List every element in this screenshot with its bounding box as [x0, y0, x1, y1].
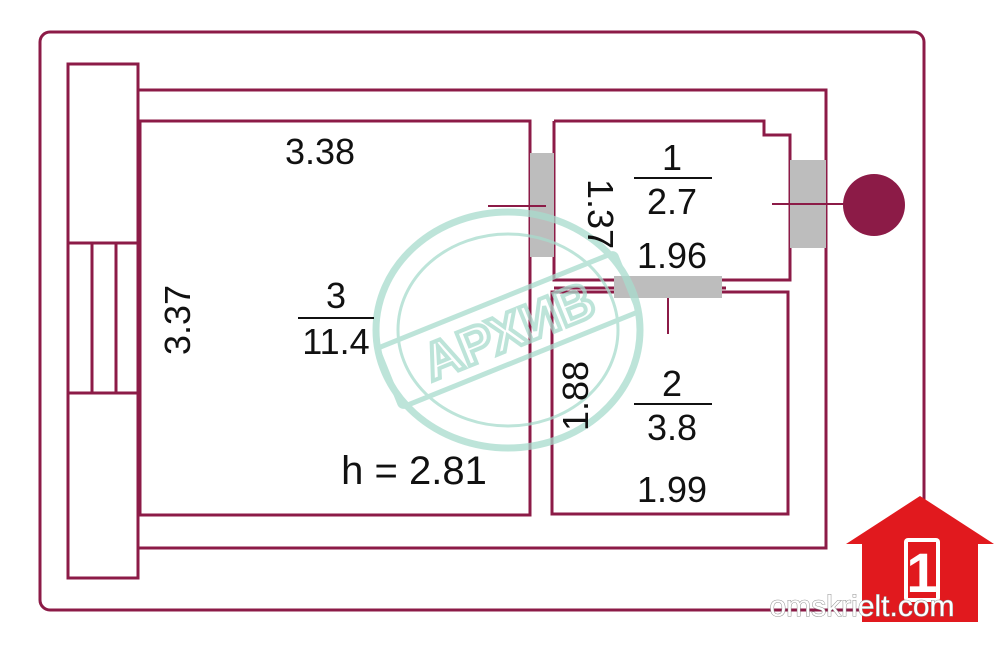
room-3-number: 3 — [326, 275, 346, 316]
stamp-inner-ring — [396, 232, 620, 428]
room-1-area: 2.7 — [647, 181, 697, 222]
outer-frame — [38, 30, 926, 612]
room-3-height: 3.37 — [157, 285, 198, 355]
room-2-area: 3.8 — [647, 407, 697, 448]
room-2-number: 2 — [662, 363, 682, 404]
room-1 — [552, 119, 792, 282]
room-1-number: 1 — [662, 137, 682, 178]
site-watermark: omskrielt.com — [769, 590, 954, 623]
logo-digit: 1 — [906, 541, 937, 604]
room-1-width: 1.96 — [637, 235, 707, 276]
room-2-height: 1.88 — [555, 361, 596, 431]
room-3-width: 3.38 — [285, 131, 355, 172]
room-3 — [138, 119, 532, 517]
ceiling-height: h = 2.81 — [341, 449, 487, 493]
building-wall — [138, 88, 828, 550]
room-3-area: 11.4 — [302, 321, 369, 362]
stamp-banner — [376, 251, 640, 409]
window-icon — [68, 241, 138, 395]
logo-house-icon: 1 — [846, 496, 994, 622]
room-2-width: 1.99 — [637, 469, 707, 510]
room-1-height: 1.37 — [580, 179, 621, 249]
stamp-outer-ring — [372, 208, 644, 452]
window-strip — [66, 62, 140, 580]
entrance-marker-icon — [843, 174, 905, 236]
door-room-1-2 — [614, 276, 722, 298]
